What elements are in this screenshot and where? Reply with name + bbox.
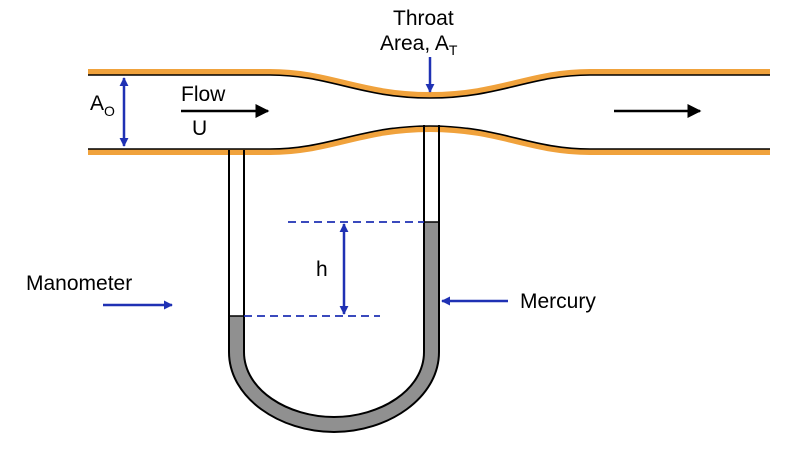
- pipe-bottom-wall: [88, 125, 770, 155]
- throat-label-line1: Throat: [393, 7, 454, 30]
- throat-label-line2: Area, AT: [380, 32, 458, 58]
- height-indicator: [244, 221, 424, 317]
- manometer-tube: [228, 125, 440, 434]
- manometer-label: Manometer: [26, 272, 132, 295]
- mercury-column: [229, 222, 439, 432]
- height-label: h: [316, 258, 328, 281]
- flow-label: Flow: [181, 83, 226, 106]
- pipe-top-wall: [88, 69, 770, 99]
- inlet-area-label: AO: [90, 92, 115, 119]
- mercury-label: Mercury: [520, 290, 596, 313]
- velocity-label: U: [192, 117, 207, 140]
